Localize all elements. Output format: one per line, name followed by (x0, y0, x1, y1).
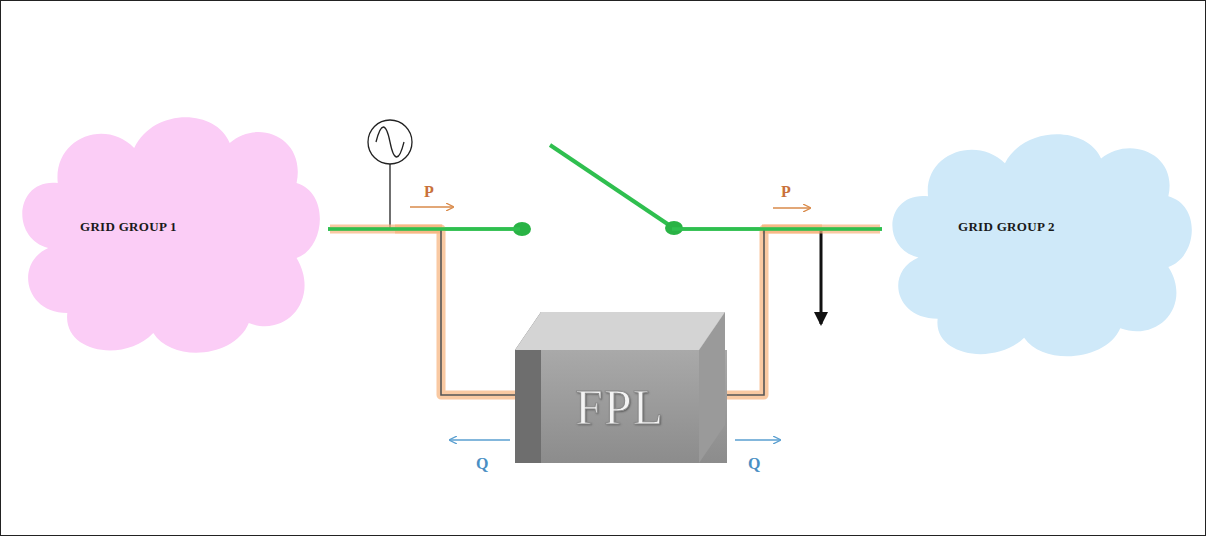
sine-wave (376, 127, 404, 157)
reactive-label: Q (748, 455, 760, 473)
cloud-shape (880, 116, 1202, 366)
power-label: P (781, 183, 791, 201)
bus-line (328, 227, 520, 231)
ac-source-symbol (368, 120, 412, 164)
power-arrow (773, 207, 810, 208)
bus-line (328, 227, 520, 231)
grid-name: GRID GROUP 1 (80, 219, 177, 235)
power-arrow (410, 206, 453, 207)
bus-line (672, 227, 882, 231)
reactive-arrow (450, 439, 510, 440)
load-arrow (820, 231, 823, 324)
grid-name: GRID GROUP 2 (958, 219, 1055, 235)
grid-cloud: GRID GROUP 1 (10, 98, 330, 363)
reactive-arrow (735, 439, 780, 440)
source-lead (389, 164, 390, 229)
device-name: FPL (575, 378, 664, 436)
grid-cloud: GRID GROUP 2 (880, 116, 1202, 366)
fpl-box: FPL (513, 310, 727, 465)
power-label: P (424, 183, 434, 201)
switch-blade (550, 145, 672, 227)
bus-line (672, 227, 882, 231)
connector (330, 229, 515, 395)
connector (725, 229, 880, 395)
reactive-label: Q (476, 455, 488, 473)
